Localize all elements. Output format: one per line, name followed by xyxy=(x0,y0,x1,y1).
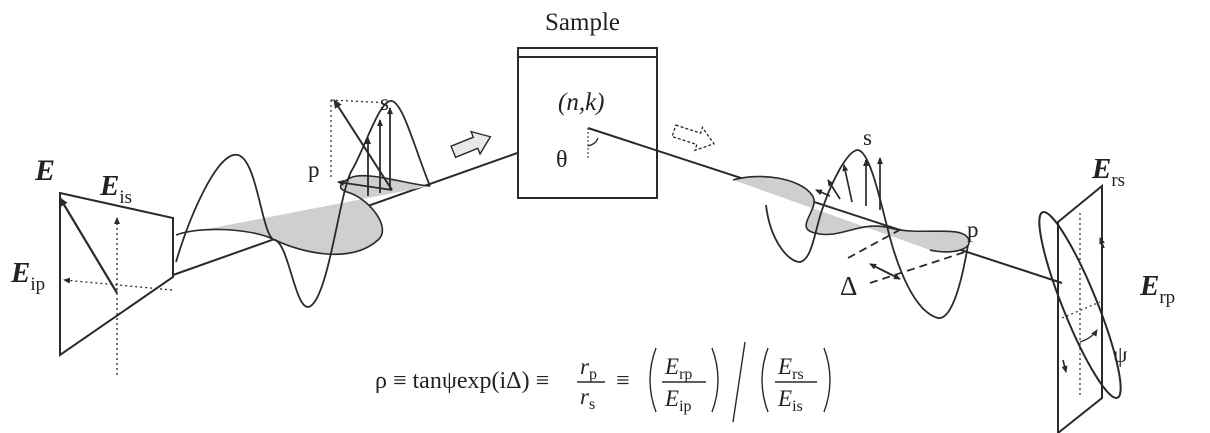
phase-shift-label: Δ xyxy=(840,271,857,301)
incident-is-label: Eis xyxy=(99,170,132,208)
reflected-p-wave xyxy=(732,175,970,253)
equation-ers: Ers xyxy=(777,354,804,383)
incident-e-label: E xyxy=(34,154,55,187)
incident-e-vector xyxy=(59,197,118,294)
incident-ip-label: Eip xyxy=(10,257,45,295)
equation-rs: rs xyxy=(580,384,595,413)
reflected-s-wave xyxy=(765,149,969,319)
ip-axis xyxy=(63,277,173,291)
psi-label: ψ xyxy=(1113,342,1128,367)
reflected-s-label: s xyxy=(863,125,872,150)
incident-s-label: s xyxy=(380,90,389,115)
polarization-ellipse xyxy=(1038,211,1122,399)
incident-polarization-panel xyxy=(59,191,174,375)
incident-direction-arrow xyxy=(450,130,492,159)
reflected-beam xyxy=(587,124,1063,319)
equation-rp: rp xyxy=(580,354,597,383)
equation-lhs: ρ ≡ tanψexp(iΔ) ≡ xyxy=(375,368,549,394)
incident-p-label: p xyxy=(308,157,320,182)
equation-eip: Eip xyxy=(664,386,692,415)
incident-p-wave xyxy=(175,174,431,255)
equation-erp: Erp xyxy=(664,354,692,383)
sample-title: Sample xyxy=(545,9,620,36)
reflected-direction-arrow xyxy=(671,124,715,152)
equation-eis: Eis xyxy=(777,386,803,415)
reflected-p-label: p xyxy=(967,217,979,242)
sample-block xyxy=(517,47,658,199)
incident-beam xyxy=(172,99,589,308)
reflected-rp-label: Erp xyxy=(1139,270,1175,308)
incidence-angle-label: θ xyxy=(556,147,568,173)
reflected-polarization-panel xyxy=(1038,183,1122,433)
sample-material-label: (n,k) xyxy=(558,89,605,116)
ellipsometry-equation: ρ ≡ tanψexp(iΔ) ≡ rp rs ≡ Erp Eip Ers Ei… xyxy=(375,341,831,423)
incident-s-wave xyxy=(175,100,431,308)
reflected-rs-label: Ers xyxy=(1091,153,1125,191)
equation-equiv: ≡ xyxy=(616,368,630,394)
